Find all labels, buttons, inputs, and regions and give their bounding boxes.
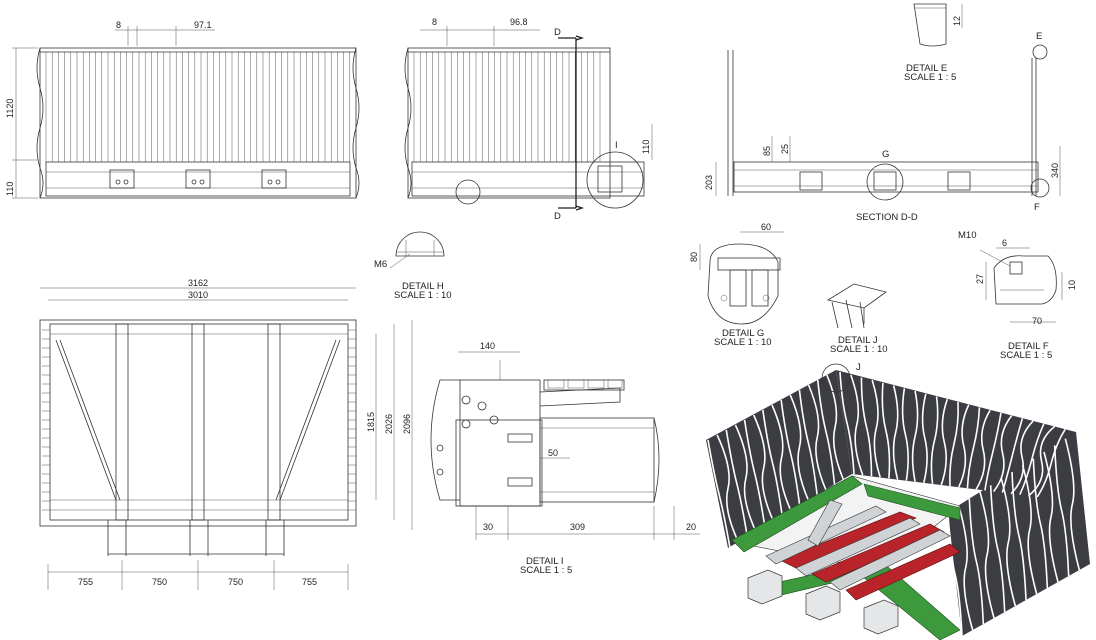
detail-i-scale: SCALE 1 : 5 <box>520 565 572 576</box>
detail-f-callout-circle <box>1030 178 1050 198</box>
callout-marker-f: F <box>1034 202 1040 213</box>
detail-h-view: M6 DETAIL H SCALE 1 : 10 <box>374 231 452 301</box>
detail-i-callout-circle <box>586 151 644 209</box>
dim-f-70: 70 <box>1032 316 1042 326</box>
detail-h-callout-circle <box>455 179 481 205</box>
plan-view: 3162 3010 1815 2026 2096 755 750 750 755 <box>39 278 413 590</box>
dim-plan-bay-4: 755 <box>302 577 317 587</box>
detail-e-view: 12 DETAIL E SCALE 1 : 5 <box>904 3 963 83</box>
dim-f-10: 10 <box>1067 280 1077 290</box>
dim-plan-depth-2096: 2096 <box>402 414 412 434</box>
detail-j-scale: SCALE 1 : 10 <box>830 344 888 355</box>
dim-plan-width-outer: 3162 <box>188 278 208 288</box>
dim-f-m10: M10 <box>958 230 976 241</box>
dim-sec-25: 25 <box>780 144 790 154</box>
dim-sec-340: 340 <box>1050 163 1060 178</box>
dim-i-309: 309 <box>570 522 585 532</box>
detail-g-callout-circle <box>866 163 904 201</box>
dim-plan-depth-2026: 2026 <box>384 414 394 434</box>
dim-i-20: 20 <box>686 522 696 532</box>
section-dd-view: G E F 85 25 203 340 SECTION D-D <box>704 31 1061 223</box>
callout-marker-j: J <box>856 362 861 373</box>
dim-plan-depth-1815: 1815 <box>366 412 376 432</box>
detail-h-title: DETAIL H <box>402 281 444 292</box>
dim-sec-85: 85 <box>762 146 772 156</box>
dim-side-base-right: 110 <box>641 140 651 154</box>
callout-marker-i: I <box>615 140 618 151</box>
dim-plan-bay-3: 750 <box>228 577 243 587</box>
section-dd-title: SECTION D-D <box>856 212 918 223</box>
detail-f-view: M10 6 27 10 70 DETAIL F SCALE 1 : 5 <box>958 230 1077 361</box>
dim-plan-bay-1: 755 <box>78 577 93 587</box>
dim-i-30: 30 <box>483 522 493 532</box>
dim-front-height: 1120 <box>5 99 15 118</box>
dim-plan-width-inner: 3010 <box>188 290 208 300</box>
dim-f-6: 6 <box>1002 238 1007 248</box>
detail-f-title: DETAIL F <box>1008 341 1049 352</box>
dim-plan-bay-2: 750 <box>152 577 167 587</box>
dim-g-60: 60 <box>761 222 771 232</box>
dim-front-base: 110 <box>5 182 15 196</box>
callout-marker-e: E <box>1036 31 1042 42</box>
dim-f-27: 27 <box>975 274 985 284</box>
detail-j-view: DETAIL J SCALE 1 : 10 <box>826 283 888 355</box>
side-elevation-view: D D I 8 96.8 110 <box>404 17 653 222</box>
dim-g-80: 80 <box>689 252 699 262</box>
dim-front-pitch: 97.1 <box>194 20 212 30</box>
callout-marker-g: G <box>882 149 889 160</box>
dim-sec-203: 203 <box>704 175 714 190</box>
detail-f-scale: SCALE 1 : 5 <box>1000 350 1052 361</box>
detail-h-scale: SCALE 1 : 10 <box>394 290 452 301</box>
dim-side-pitch: 96.8 <box>510 17 528 27</box>
dim-side-gap: 8 <box>432 17 437 27</box>
section-marker-d-bottom: D <box>554 211 561 222</box>
detail-j-callout-circle <box>821 363 851 393</box>
detail-j-title: DETAIL J <box>838 335 878 346</box>
front-elevation-view: 8 97.1 1120 110 <box>5 20 360 199</box>
dim-i-140: 140 <box>480 341 495 351</box>
detail-i-title: DETAIL I <box>526 556 563 567</box>
detail-g-scale: SCALE 1 : 10 <box>714 337 772 348</box>
detail-i-view: 140 50 30 309 20 DETAIL I SCALE 1 : 5 <box>430 341 700 576</box>
section-marker-d-top: D <box>554 27 561 38</box>
dim-front-gap: 8 <box>116 20 121 30</box>
isometric-3d-view: J <box>706 362 1090 640</box>
dim-i-50: 50 <box>548 448 558 458</box>
detail-e-scale: SCALE 1 : 5 <box>904 72 956 83</box>
detail-e-callout-circle <box>1032 44 1048 60</box>
dim-h-m6: M6 <box>374 259 387 270</box>
dim-e-12: 12 <box>952 16 962 26</box>
detail-g-view: 60 80 DETAIL G SCALE 1 : 10 <box>689 222 784 348</box>
detail-g-title: DETAIL G <box>722 328 764 339</box>
detail-e-title: DETAIL E <box>906 63 947 74</box>
